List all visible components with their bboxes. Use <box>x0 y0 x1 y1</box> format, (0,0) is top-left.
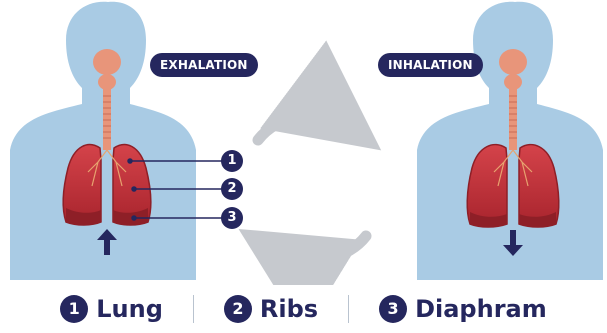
left-figure <box>10 2 222 280</box>
legend-item-diaphram: 3 Diaphram <box>379 295 547 323</box>
legend-divider <box>193 295 194 323</box>
legend-divider <box>348 295 349 323</box>
legend-diaphram-number: 3 <box>379 295 407 323</box>
legend-diaphram-label: Diaphram <box>415 295 547 323</box>
legend-ribs-label: Ribs <box>260 295 318 323</box>
callout-diaphram-number: 3 <box>221 207 243 229</box>
right-figure <box>417 2 603 280</box>
legend-item-ribs: 2 Ribs <box>224 295 318 323</box>
inhalation-label: INHALATION <box>378 53 483 77</box>
callout-ribs-number: 2 <box>221 178 243 200</box>
cycle-arrow-icon <box>258 114 366 261</box>
diagram-artwork <box>0 0 607 285</box>
legend-lung-number: 1 <box>60 295 88 323</box>
legend-item-lung: 1 Lung <box>60 295 163 323</box>
legend: 1 Lung 2 Ribs 3 Diaphram <box>0 285 607 333</box>
legend-lung-label: Lung <box>96 295 163 323</box>
exhalation-label: EXHALATION <box>150 53 258 77</box>
callout-lung-number: 1 <box>221 150 243 172</box>
legend-ribs-number: 2 <box>224 295 252 323</box>
